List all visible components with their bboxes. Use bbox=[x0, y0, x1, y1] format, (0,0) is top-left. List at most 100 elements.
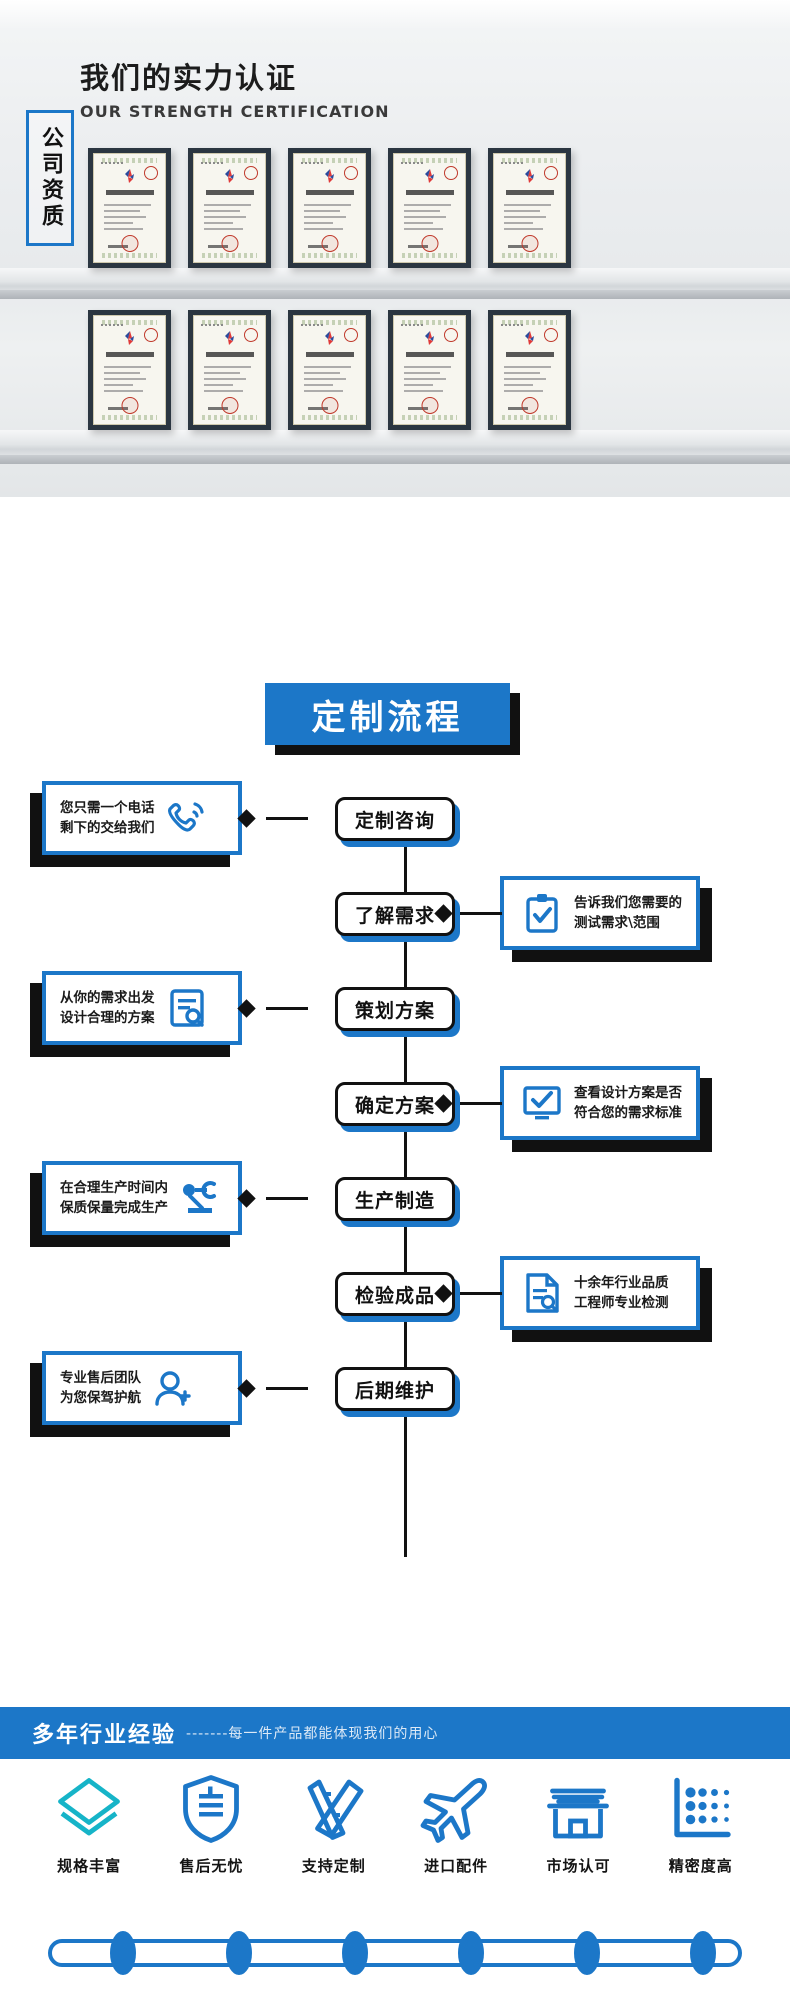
flow-note-box: 告诉我们您需要的测试需求\范围 bbox=[500, 876, 700, 950]
flow-note-line2: 符合您的需求标准 bbox=[574, 1105, 682, 1121]
certificate-stamp-icon bbox=[344, 328, 358, 342]
certificate-header-text bbox=[301, 324, 323, 326]
robot-arm-icon bbox=[176, 1174, 224, 1222]
shield-sale-icon bbox=[159, 1773, 263, 1845]
flow-step-6[interactable]: 检验成品 bbox=[335, 1272, 460, 1322]
certificate-border-bottom bbox=[502, 415, 557, 420]
feature-item-1[interactable]: 规格丰富 bbox=[37, 1773, 141, 1876]
progress-track bbox=[48, 1939, 742, 1967]
pencil-ruler-icon bbox=[282, 1773, 386, 1845]
certificate-paper bbox=[93, 153, 166, 263]
feature-label: 精密度高 bbox=[668, 1857, 733, 1875]
flow-step-7[interactable]: 后期维护 bbox=[335, 1367, 460, 1417]
certificate-paper bbox=[493, 153, 566, 263]
flow-note-line1: 十余年行业品质 bbox=[574, 1275, 669, 1291]
certificate-seal-icon bbox=[221, 397, 238, 414]
shelf-lower-edge bbox=[0, 455, 790, 464]
certificate-paper bbox=[93, 315, 166, 425]
certificate-stamp-icon bbox=[544, 166, 558, 180]
flow-note-text: 查看设计方案是否符合您的需求标准 bbox=[574, 1083, 682, 1123]
certificate-body-lines bbox=[404, 366, 456, 396]
certificate-border-bottom bbox=[202, 253, 257, 258]
flow-note-line1: 专业售后团队 bbox=[60, 1370, 141, 1386]
certificate-frame bbox=[488, 148, 571, 268]
flow-step-label: 确定方案 bbox=[354, 1094, 435, 1117]
flow-note-line2: 为您保驾护航 bbox=[60, 1390, 141, 1406]
feature-label: 市场认可 bbox=[546, 1857, 611, 1875]
feature-item-5[interactable]: 市场认可 bbox=[526, 1773, 630, 1876]
certificate-border-top bbox=[202, 320, 257, 325]
certificate-border-top bbox=[502, 158, 557, 163]
feature-item-2[interactable]: 售后无忧 bbox=[159, 1773, 263, 1876]
flow-step-label: 后期维护 bbox=[354, 1379, 435, 1402]
flow-step-1[interactable]: 定制咨询 bbox=[335, 797, 460, 847]
certificate-header-text bbox=[101, 162, 123, 164]
certification-section: 我们的实力认证 OUR STRENGTH CERTIFICATION 公司资质 bbox=[0, 0, 790, 497]
feature-label: 规格丰富 bbox=[57, 1857, 122, 1875]
storefront-icon bbox=[526, 1773, 630, 1845]
flow-note-line2: 设计合理的方案 bbox=[60, 1010, 155, 1026]
certificate-header-text bbox=[501, 162, 523, 164]
certificate-stamp-icon bbox=[244, 328, 258, 342]
certificate-paper bbox=[393, 315, 466, 425]
certificate-header-text bbox=[401, 324, 423, 326]
certificate-frame bbox=[188, 148, 271, 268]
flow-connector-2 bbox=[460, 912, 502, 915]
company-qualification-badge: 公司资质 bbox=[26, 110, 74, 246]
certification-heading: 我们的实力认证 OUR STRENGTH CERTIFICATION bbox=[80, 58, 390, 123]
certificate-frame bbox=[288, 148, 371, 268]
flow-step-box: 确定方案 bbox=[335, 1082, 455, 1126]
feature-item-4[interactable]: 进口配件 bbox=[404, 1773, 508, 1876]
certificate-title-line bbox=[205, 352, 254, 357]
certificate-body-lines bbox=[204, 204, 256, 234]
certificate-border-top bbox=[302, 158, 357, 163]
certificate-title-line bbox=[405, 352, 454, 357]
progress-dot-4 bbox=[458, 1931, 484, 1975]
certificate-stamp-icon bbox=[444, 328, 458, 342]
certificate-header-text bbox=[301, 162, 323, 164]
flow-title-banner: 定制流程 bbox=[265, 683, 520, 755]
feature-item-3[interactable]: 支持定制 bbox=[282, 1773, 386, 1876]
certificate-paper bbox=[293, 315, 366, 425]
certificate-paper bbox=[493, 315, 566, 425]
certificate-title-line bbox=[105, 190, 154, 195]
certificate-row-bottom bbox=[88, 310, 571, 430]
airplane-icon bbox=[404, 1773, 508, 1845]
progress-dot-2 bbox=[226, 1931, 252, 1975]
flow-note-5: 在合理生产时间内保质保量完成生产 bbox=[30, 1161, 242, 1247]
flow-note-6: 十余年行业品质工程师专业检测 bbox=[500, 1256, 712, 1342]
flow-step-4[interactable]: 确定方案 bbox=[335, 1082, 460, 1132]
feature-item-6[interactable]: 精密度高 bbox=[649, 1773, 753, 1876]
certificate-logo-icon bbox=[421, 168, 439, 184]
certificate-frame bbox=[88, 310, 171, 430]
flow-note-box: 您只需一个电话剩下的交给我们 bbox=[42, 781, 242, 855]
clipboard-check-icon bbox=[518, 889, 566, 937]
progress-dot-1 bbox=[110, 1931, 136, 1975]
monitor-check-icon bbox=[518, 1079, 566, 1127]
page-title: 我们的实力认证 bbox=[80, 61, 298, 95]
certificate-border-bottom bbox=[502, 253, 557, 258]
certificate-border-bottom bbox=[102, 253, 157, 258]
flow-note-2: 告诉我们您需要的测试需求\范围 bbox=[500, 876, 712, 962]
certificate-frame bbox=[388, 310, 471, 430]
flow-step-5[interactable]: 生产制造 bbox=[335, 1177, 460, 1227]
flow-note-line1: 您只需一个电话 bbox=[60, 800, 155, 816]
certificate-signature bbox=[108, 407, 128, 410]
flow-note-line1: 从你的需求出发 bbox=[60, 990, 155, 1006]
flow-step-box: 定制咨询 bbox=[335, 797, 455, 841]
certificate-stamp-icon bbox=[544, 328, 558, 342]
flow-note-line1: 在合理生产时间内 bbox=[60, 1180, 168, 1196]
features-section: 多年行业经验 -------每一件产品都能体现我们的用心 规格丰富售后无忧支持定… bbox=[0, 1707, 790, 2009]
certificate-header-text bbox=[101, 324, 123, 326]
certificate-signature bbox=[208, 407, 228, 410]
flow-note-line2: 测试需求\范围 bbox=[574, 915, 660, 931]
flow-note-text: 您只需一个电话剩下的交给我们 bbox=[60, 798, 155, 838]
certificate-header-text bbox=[201, 324, 223, 326]
flow-step-3[interactable]: 策划方案 bbox=[335, 987, 460, 1037]
certificate-signature bbox=[208, 245, 228, 248]
certificate-border-bottom bbox=[302, 415, 357, 420]
certificate-logo-icon bbox=[221, 168, 239, 184]
page-subtitle: OUR STRENGTH CERTIFICATION bbox=[80, 102, 390, 121]
certificate-border-bottom bbox=[102, 415, 157, 420]
certificate-border-bottom bbox=[202, 415, 257, 420]
